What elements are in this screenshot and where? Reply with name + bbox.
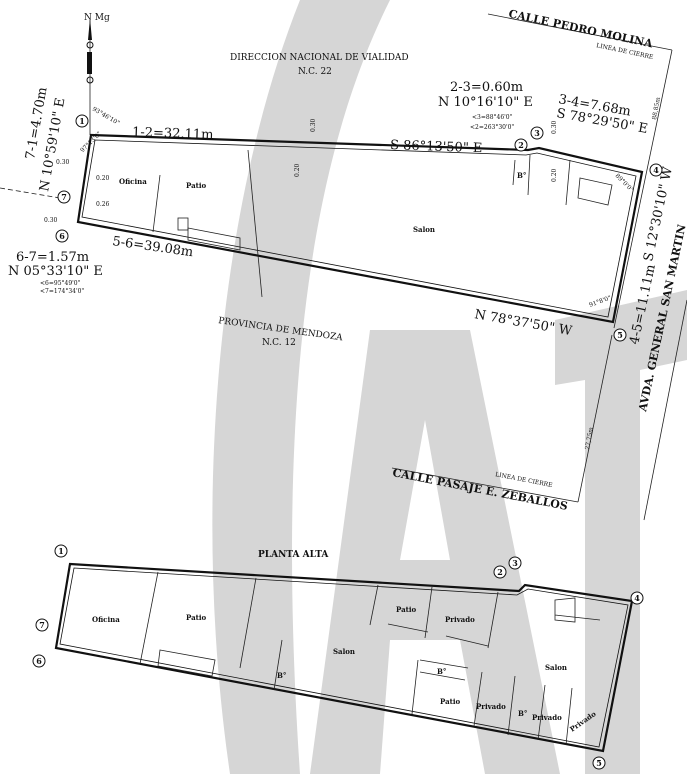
svg-text:2: 2 bbox=[518, 140, 524, 150]
svg-text:2: 2 bbox=[497, 567, 503, 577]
svg-text:1: 1 bbox=[79, 116, 85, 126]
neighbor-north: DIRECCION NACIONAL DE VIALIDAD bbox=[230, 53, 409, 63]
neighbor-south-nc: N.C. 12 bbox=[262, 338, 296, 348]
upper-room-salon: Salon bbox=[333, 647, 355, 656]
side-6-7-length: 6-7=1.57m bbox=[16, 250, 89, 265]
upper-room-patio-3: Patio bbox=[440, 697, 461, 706]
side-5-6-length: 5-6=39.08m bbox=[111, 234, 194, 260]
angle-3: <3=88°46'0" bbox=[472, 114, 513, 121]
watermark-logo bbox=[212, 0, 687, 774]
dist-bottom: 27,75m bbox=[584, 426, 595, 450]
room-bano: B° bbox=[517, 171, 526, 180]
angle-2: <2=263°30'0" bbox=[470, 124, 514, 131]
svg-text:6: 6 bbox=[36, 656, 42, 666]
upper-room-salon-2: Salon bbox=[545, 663, 567, 672]
side-1-2-bearing: S 86°13'50" E bbox=[390, 138, 483, 156]
svg-text:5: 5 bbox=[596, 758, 602, 768]
neighbor-north-nc: N.C. 22 bbox=[298, 67, 332, 77]
upper-room-bano-2: B° bbox=[437, 667, 446, 676]
angle-7: <7=174°34'0" bbox=[40, 288, 84, 295]
offset: 0.20 bbox=[96, 175, 110, 182]
street-top: CALLE PEDRO MOLINA bbox=[507, 7, 654, 50]
ground-floor-plan bbox=[76, 133, 644, 324]
ground-point-markers: 1 2 3 4 5 6 7 bbox=[55, 114, 663, 342]
side-1-2-length: 1-2=32.11m bbox=[132, 125, 214, 143]
upper-room-oficina: Oficina bbox=[92, 615, 120, 624]
upper-point-markers: 1 2 3 4 5 6 7 bbox=[32, 544, 644, 770]
svg-text:7: 7 bbox=[39, 620, 45, 630]
offset: 0.20 bbox=[551, 168, 558, 182]
upper-room-bano-3: B° bbox=[518, 709, 527, 718]
svg-text:4: 4 bbox=[653, 165, 659, 175]
angle-4: 89°0'0" bbox=[614, 172, 635, 193]
north-label: N Mg bbox=[84, 13, 110, 23]
svg-text:7: 7 bbox=[61, 192, 67, 202]
svg-text:6: 6 bbox=[59, 231, 65, 241]
offset: 0.20 bbox=[294, 163, 301, 177]
room-salon: Salon bbox=[413, 225, 435, 234]
offset: 0.26 bbox=[96, 201, 110, 208]
room-oficina: Oficina bbox=[119, 177, 147, 186]
angle-5: 91°8'0" bbox=[588, 294, 612, 308]
room-patio: Patio bbox=[186, 181, 207, 190]
upper-floor-title: PLANTA ALTA bbox=[258, 550, 329, 560]
north-arrow-icon bbox=[86, 18, 94, 135]
upper-room-privado-3: Privado bbox=[532, 713, 562, 722]
offset: 0.30 bbox=[56, 159, 70, 166]
side-2-3-bearing: N 10°16'10" E bbox=[438, 95, 533, 110]
svg-text:3: 3 bbox=[512, 558, 518, 568]
side-2-3-length: 2-3=0.60m bbox=[450, 80, 523, 95]
svg-text:5: 5 bbox=[617, 330, 623, 340]
svg-text:1: 1 bbox=[58, 546, 64, 556]
angle-6: <6=95°49'0" bbox=[40, 280, 81, 287]
upper-room-bano: B° bbox=[277, 671, 286, 680]
offset: 0.30 bbox=[551, 120, 558, 134]
side-6-7-bearing: N 05°33'10" E bbox=[8, 264, 103, 279]
upper-room-patio-2: Patio bbox=[396, 605, 417, 614]
angle-1b: 97°13'0" bbox=[79, 130, 103, 154]
offset: 0.30 bbox=[44, 217, 58, 224]
closure-line-bottom: LINEA DE CIERRE bbox=[495, 471, 553, 489]
upper-room-privado: Privado bbox=[445, 615, 475, 624]
dist-top: 88,85m bbox=[651, 96, 662, 120]
svg-text:3: 3 bbox=[534, 128, 540, 138]
offset: 0.30 bbox=[310, 118, 317, 132]
angle-1a: 93°46'10" bbox=[91, 106, 121, 127]
upper-room-privado-2: Privado bbox=[476, 702, 506, 711]
svg-text:4: 4 bbox=[634, 593, 640, 603]
upper-room-patio: Patio bbox=[186, 613, 207, 622]
